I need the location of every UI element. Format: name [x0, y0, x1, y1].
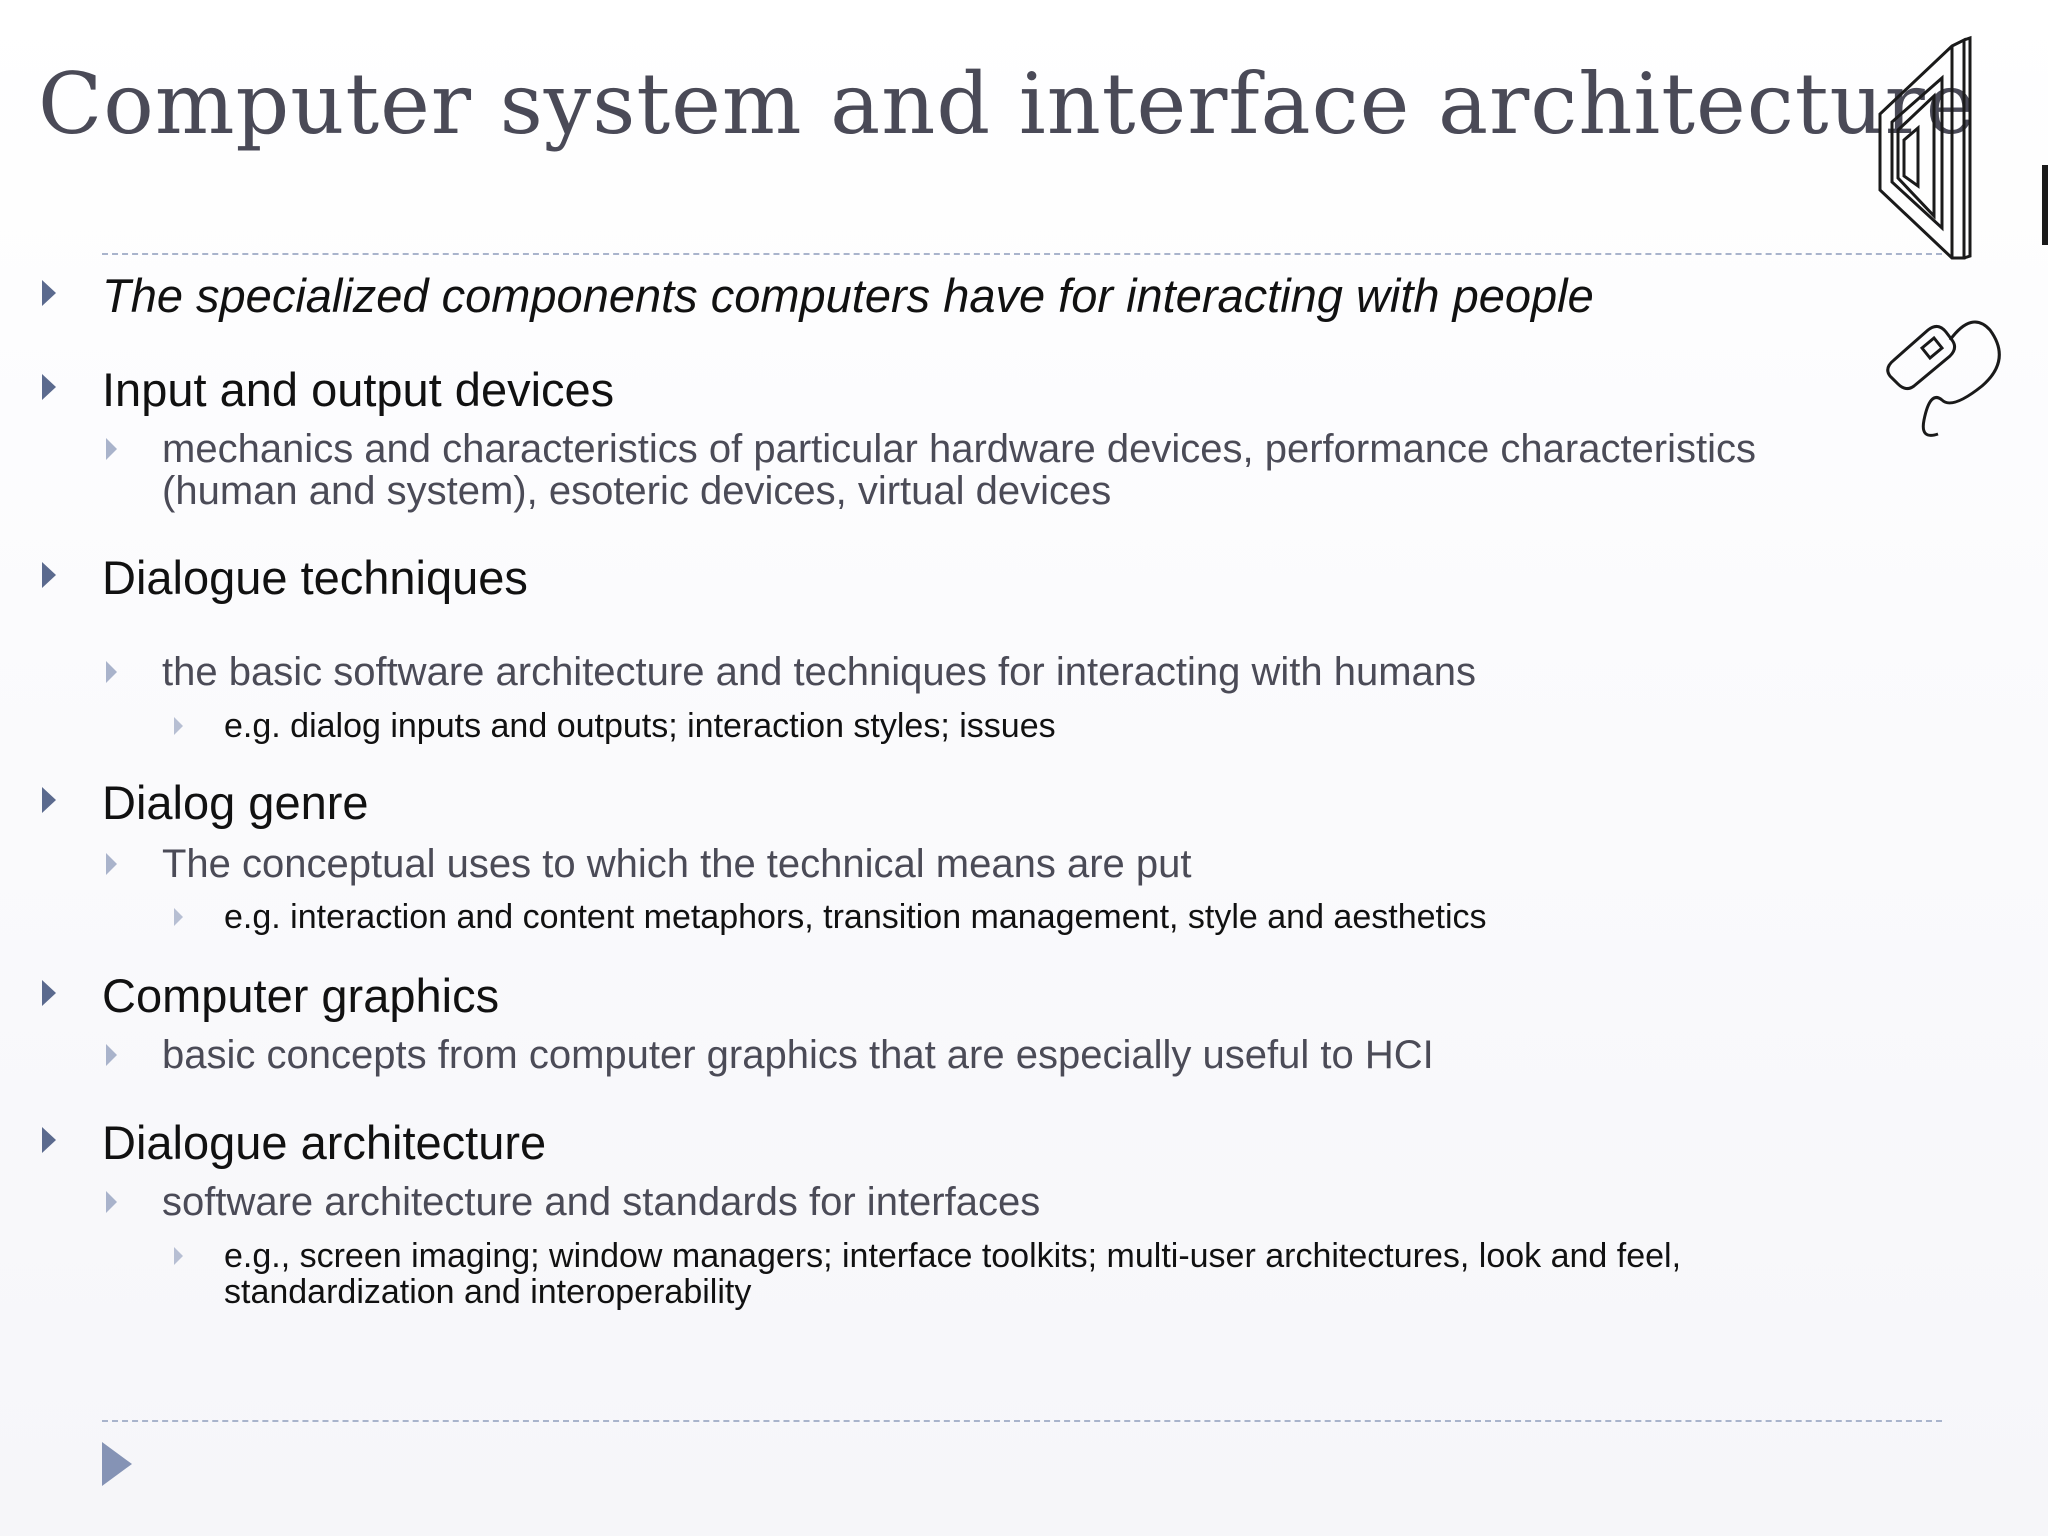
bullet-item: e.g. dialog inputs and outputs; interact…	[174, 707, 1056, 745]
bullet-marker	[106, 661, 117, 683]
bullet-marker	[106, 1191, 117, 1213]
bullet-text: Dialog genre	[102, 776, 369, 829]
bullet-text: Dialogue techniques	[102, 551, 528, 604]
next-slide-arrow-icon[interactable]	[102, 1442, 132, 1486]
bullet-text-continued: standardization and interoperability	[224, 1273, 752, 1311]
bullet-marker	[174, 1247, 183, 1265]
bullet-item: The conceptual uses to which the technic…	[106, 842, 1192, 886]
bullet-marker	[174, 908, 183, 926]
bullet-item: basic concepts from computer graphics th…	[106, 1033, 1434, 1077]
bullet-text: software architecture and standards for …	[162, 1180, 1041, 1224]
bullet-text: Dialogue architecture	[102, 1116, 547, 1169]
bullet-item: Dialog genre	[42, 775, 369, 830]
edge-mark	[2042, 165, 2048, 245]
bullet-marker	[106, 1044, 117, 1066]
bullet-text: e.g., screen imaging; window managers; i…	[224, 1237, 1682, 1275]
computer-monitor-icon	[1878, 35, 1972, 260]
bullet-item: the basic software architecture and tech…	[106, 650, 1477, 694]
bullet-text: The conceptual uses to which the technic…	[162, 842, 1192, 886]
bullet-text-continued: (human and system), esoteric devices, vi…	[162, 469, 1112, 513]
bullet-item: The specialized components computers hav…	[42, 268, 1594, 323]
bullet-marker	[174, 717, 183, 735]
bullet-text: e.g. dialog inputs and outputs; interact…	[224, 707, 1056, 745]
bullet-item: Dialogue architecture	[42, 1115, 547, 1170]
bullet-text: Input and output devices	[102, 363, 615, 416]
bullet-item: software architecture and standards for …	[106, 1180, 1041, 1224]
bullet-item: e.g., screen imaging; window managers; i…	[174, 1237, 1682, 1311]
bullet-text: basic concepts from computer graphics th…	[162, 1033, 1434, 1077]
bullet-marker	[106, 853, 117, 875]
bullet-text: The specialized components computers hav…	[102, 269, 1594, 322]
computer-clipart	[1878, 35, 2001, 437]
bullet-marker	[42, 374, 56, 400]
computer-mouse-icon	[1886, 320, 2001, 437]
bullet-item: mechanics and characteristics of particu…	[106, 427, 1757, 513]
bullet-marker	[42, 980, 56, 1006]
bullet-marker	[42, 787, 56, 813]
slide-title: Computer system and interface architectu…	[38, 55, 1977, 153]
bullet-item: Computer graphics	[42, 968, 500, 1023]
bottom-divider	[102, 1420, 1942, 1422]
bullet-marker	[42, 562, 56, 588]
bullet-text: the basic software architecture and tech…	[162, 650, 1477, 694]
bullet-marker	[106, 438, 117, 460]
bullet-item: Input and output devices	[42, 362, 615, 417]
top-divider	[102, 253, 1942, 255]
bullet-text: Computer graphics	[102, 969, 500, 1022]
bullet-item: e.g. interaction and content metaphors, …	[174, 898, 1487, 936]
bullet-item: Dialogue techniques	[42, 550, 528, 605]
bullet-text: mechanics and characteristics of particu…	[162, 427, 1757, 471]
bullet-marker	[42, 1127, 56, 1153]
bullet-text: e.g. interaction and content metaphors, …	[224, 898, 1487, 936]
bullet-marker	[42, 280, 56, 306]
